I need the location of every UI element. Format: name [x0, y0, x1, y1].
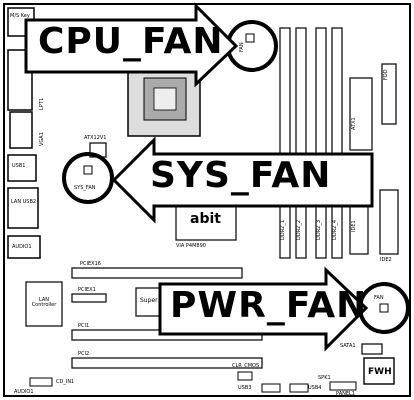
fdd-connector — [381, 63, 397, 125]
audio1-rear-label: AUDIO1 — [12, 244, 32, 250]
fwh-label: FWH — [368, 367, 392, 377]
atx-power-connector — [349, 77, 373, 151]
sys-fan-arrow — [111, 136, 374, 224]
dimm-slot-4 — [331, 27, 343, 259]
lan-usb2-label: LAN USB2 — [11, 199, 37, 205]
atx1-label: ATX1 — [351, 117, 357, 130]
cpu-fan-small-label: FAN — [239, 42, 245, 52]
usb4-header — [289, 383, 309, 393]
lan-usb2-port — [7, 187, 39, 229]
cpu-fan-callout-label: CPU_FAN — [38, 21, 224, 62]
pwr-fan-arrow — [158, 266, 369, 352]
pci2-slot — [71, 357, 263, 369]
super-io-label: Super — [140, 297, 158, 304]
ms-kb-label: M/S Key — [10, 13, 30, 19]
sys-fan-header — [83, 165, 93, 175]
cd-in1-header — [29, 377, 53, 387]
fwh-chip — [363, 357, 395, 385]
audio1-port — [7, 235, 41, 259]
clr-cmos-jumper — [237, 371, 253, 381]
clr-cmos-label: CLR_CMOS — [232, 363, 260, 369]
chipset-label: VIA P4M890 — [176, 243, 206, 249]
ide1-label: IDE1 — [351, 220, 357, 232]
pwr-fan-header — [379, 303, 389, 313]
pwr-fan-small-label: FAN — [374, 295, 384, 301]
vga-port — [9, 111, 33, 149]
sys-fan-highlight-circle — [62, 152, 114, 204]
usb1-port — [7, 154, 37, 182]
pciex1-slot — [71, 293, 107, 303]
dimm-slot-2 — [295, 27, 307, 259]
lan-controller-chip — [25, 281, 63, 327]
pciex16-slot — [71, 267, 243, 279]
usb3-header — [261, 383, 281, 393]
ddr2-4-label: DDR2_4 — [332, 219, 338, 240]
pci2-label: PCI2 — [78, 351, 90, 357]
sata1-label: SATA1 — [340, 343, 356, 349]
cd-in1-label: CD_IN1 — [56, 379, 75, 385]
sys-fan-callout-label: SYS_FAN — [150, 155, 332, 196]
lan-controller-label: LAN Controller — [31, 297, 57, 308]
cpu-socket-center — [153, 87, 177, 111]
ddr2-1-label: DDR2_1 — [280, 219, 286, 240]
panel1-header — [329, 381, 357, 391]
usb3-label: USB3 — [238, 385, 252, 391]
audio1-front-label: AUDIO1 — [14, 389, 34, 395]
usb4-label: USB4 — [308, 385, 322, 391]
dimm-slot-3 — [315, 27, 327, 259]
fdd-label: FDD — [383, 69, 389, 80]
usb1-label: USB1 — [12, 163, 26, 169]
spk1-label: SPK1 — [318, 375, 331, 381]
ddr2-3-label: DDR2_3 — [316, 219, 322, 240]
vga1-label: VGA1 — [39, 132, 45, 146]
ddr2-2-label: DDR2_2 — [296, 219, 302, 240]
ide2-connector — [379, 189, 399, 255]
ide2-label: IDE2 — [380, 257, 392, 263]
panel1-label: PANEL1 — [336, 391, 355, 397]
sata1-connector — [361, 343, 383, 355]
atx12v-label: ATX12V1 — [84, 135, 107, 141]
pwr-fan-callout-label: PWR_FAN — [170, 285, 368, 326]
pciex16-label: PCIEX16 — [80, 261, 101, 267]
brand-logo-text: abit — [190, 211, 221, 227]
dimm-slot-1 — [279, 27, 291, 259]
lpt1-label: LPT1 — [39, 97, 45, 110]
sys-fan-small-label: SYS_FAN — [74, 185, 96, 191]
pciex1-label: PCIEX1 — [78, 287, 96, 293]
cpu-fan-header — [245, 33, 255, 43]
pci1-label: PCI1 — [78, 323, 90, 329]
cpu-fan-arrow — [24, 2, 239, 88]
